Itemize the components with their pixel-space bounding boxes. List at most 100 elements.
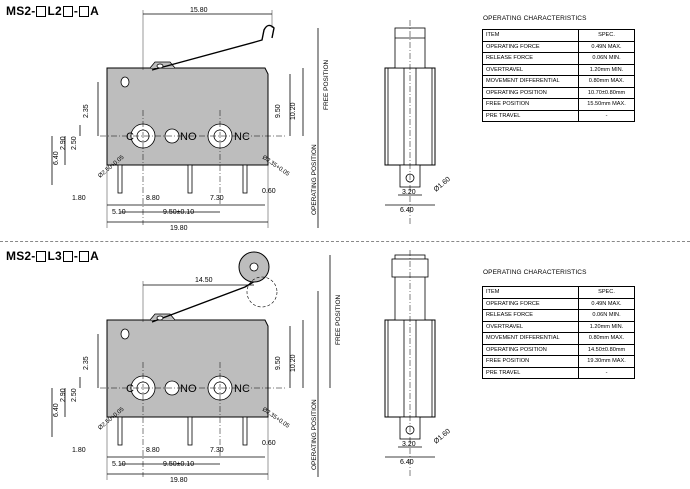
dim-8-80: 8.80 [146, 195, 160, 202]
dim-2-90: 2.90 [60, 136, 67, 150]
model-box [62, 5, 73, 17]
dim-19-80: 19.80 [170, 225, 188, 232]
row-item: RELEASE FORCE [482, 309, 579, 322]
row-spec: 0.06N MIN. [578, 52, 635, 65]
row-spec: 1.20mm MIN. [578, 320, 635, 333]
row-item: FREE POSITION [482, 98, 579, 111]
dim-19-80: 19.80 [170, 477, 188, 484]
row-spec: 19.30mm MAX. [578, 355, 635, 368]
dim-2-50: 2.50 [71, 388, 78, 402]
model-box [36, 5, 47, 17]
dim-9-50: 9.50 [275, 356, 282, 370]
model-dash: - [73, 4, 79, 18]
dim-5-10: 5.10 [112, 461, 126, 468]
header-spec: SPEC. [578, 286, 635, 299]
dim-8-80: 8.80 [146, 447, 160, 454]
row-spec: 1.20mm MIN. [578, 63, 635, 76]
model-box [79, 5, 90, 17]
row-item: RELEASE FORCE [482, 52, 579, 65]
dim-lever-length: 14.50 [195, 277, 213, 284]
row-spec: 0.49N MAX. [578, 297, 635, 310]
row-item: OPERATING FORCE [482, 40, 579, 53]
pin-c-label: C [126, 131, 134, 143]
header-item: ITEM [482, 286, 579, 299]
dim-1-80: 1.80 [72, 447, 86, 454]
table-header-row: ITEM SPEC. [482, 29, 635, 42]
row-spec: 10.70±0.80mm [578, 86, 635, 99]
drawing-front-side: 15.80 FREE POSITION OPERATING POSITION 2… [51, 7, 452, 232]
dim-2-90: 2.90 [60, 388, 67, 402]
operating-characteristics-title: OPERATING CHARACTERISTICS [483, 269, 587, 276]
dim-2-50: 2.50 [71, 136, 78, 150]
model-code: MS2- L3 - A [6, 249, 99, 263]
model-mid: L3 [47, 249, 62, 263]
dim-side-1-60: Ø1.60 [433, 428, 452, 446]
dim-hole-2-35: Ø2.35+0.05 [261, 407, 291, 430]
model-code: MS2- L2 - A [6, 4, 99, 18]
dim-side-3-20: 3.20 [402, 189, 416, 196]
row-item: OVERTRAVEL [482, 63, 579, 76]
row-item: MOVEMENT DIFFERENTIAL [482, 75, 579, 88]
dim-1-80: 1.80 [72, 195, 86, 202]
dim-9-50-tol: 9.50±0.10 [163, 461, 194, 468]
model-suffix: A [90, 249, 99, 263]
row-item: OPERATING POSITION [482, 86, 579, 99]
model-box [62, 250, 73, 262]
dim-0-60: 0.60 [262, 440, 276, 447]
header-item: ITEM [482, 29, 579, 42]
row-item: PRE TRAVEL [482, 366, 579, 379]
section-ms2-l3: MS2- L3 - A [0, 245, 690, 489]
row-spec: 14.50±0.80mm [578, 343, 635, 356]
table-row: PRE TRAVEL- [482, 109, 635, 122]
dim-9-50-tol: 9.50±0.10 [163, 209, 194, 216]
section-ms2-l2: MS2- L2 - A [0, 0, 690, 240]
dim-side-1-60: Ø1.60 [433, 176, 452, 194]
model-suffix: A [90, 4, 99, 18]
dim-5-10: 5.10 [112, 209, 126, 216]
row-spec: 0.06N MIN. [578, 309, 635, 322]
model-box [36, 250, 47, 262]
dim-side-6-40: 6.40 [400, 459, 414, 466]
row-spec: 0.80mm MAX. [578, 75, 635, 88]
model-mid: L2 [47, 4, 62, 18]
model-prefix: MS2- [6, 249, 36, 263]
row-spec: 15.50mm MAX. [578, 98, 635, 111]
label-operating-position: OPERATING POSITION [311, 399, 318, 470]
dim-hole-2-35: Ø2.35+0.05 [261, 155, 291, 178]
row-item: MOVEMENT DIFFERENTIAL [482, 332, 579, 345]
dim-10-20: 10.20 [290, 102, 297, 120]
row-item: OPERATING POSITION [482, 343, 579, 356]
dim-9-50: 9.50 [275, 104, 282, 118]
row-item: OPERATING FORCE [482, 297, 579, 310]
dim-10-20: 10.20 [290, 354, 297, 372]
pin-c-label: C [126, 383, 134, 395]
pin-no-label: NO [180, 131, 197, 143]
pin-nc-label: NC [234, 383, 250, 395]
pin-nc-label: NC [234, 131, 250, 143]
model-dash: - [73, 249, 79, 263]
drawing-front-side: 14.50 FREE POSITION OPERATING POSITION 2… [51, 250, 452, 484]
dim-0-60: 0.60 [262, 188, 276, 195]
label-free-position: FREE POSITION [323, 59, 330, 110]
dim-2-35: 2.35 [83, 104, 90, 118]
row-item: PRE TRAVEL [482, 109, 579, 122]
header-spec: SPEC. [578, 29, 635, 42]
section-divider [0, 241, 690, 242]
dim-7-30: 7.30 [210, 195, 224, 202]
model-prefix: MS2- [6, 4, 36, 18]
dim-7-30: 7.30 [210, 447, 224, 454]
model-box [79, 250, 90, 262]
